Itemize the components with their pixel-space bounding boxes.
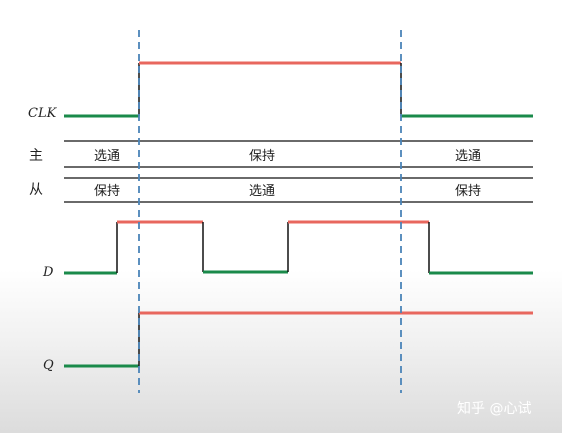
q-label: Q [43, 358, 54, 373]
q-waveform [64, 311, 533, 368]
clk-label: CLK [28, 106, 58, 121]
clk-waveform [64, 61, 533, 118]
slave-state-2: 选通 [249, 184, 275, 199]
slave-state-1: 保持 [94, 184, 120, 199]
watermark: 知乎 @心试 [457, 400, 531, 417]
d-waveform [64, 220, 533, 275]
slave-state-3: 保持 [455, 184, 481, 199]
slave-row-label: 从 [29, 182, 43, 198]
master-state-2: 保持 [249, 149, 275, 164]
d-label: D [42, 265, 54, 280]
master-state-1: 选通 [94, 149, 120, 164]
master-row-label: 主 [29, 148, 43, 164]
master-state-3: 选通 [455, 149, 481, 164]
